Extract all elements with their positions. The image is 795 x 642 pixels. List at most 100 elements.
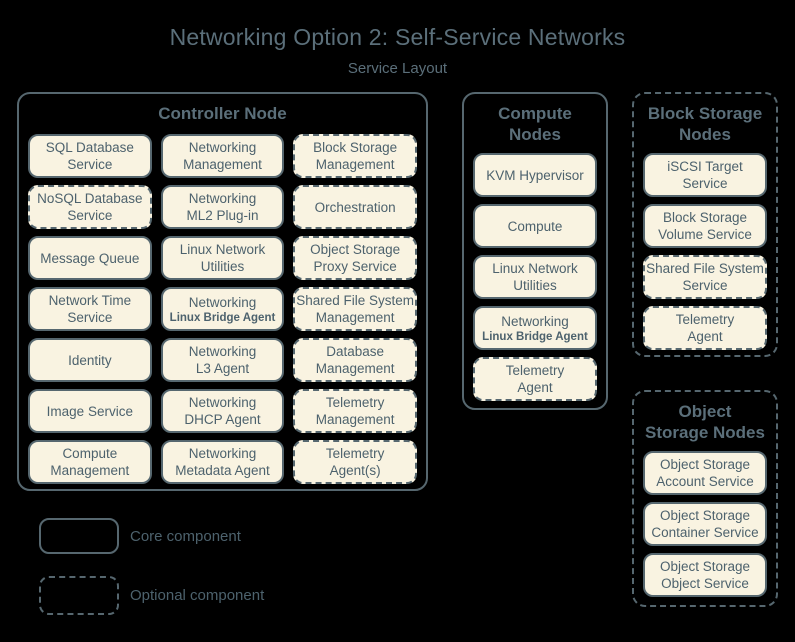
- service-box-label: Network Time: [48, 293, 132, 308]
- service-box-label: Networking: [501, 313, 569, 329]
- service-box-label: Telemetry: [675, 312, 735, 327]
- service-box-label: Volume Service: [658, 227, 752, 242]
- diagram-title: Networking Option 2: Self-Service Networ…: [169, 24, 626, 50]
- service-box-label: Networking: [188, 395, 257, 410]
- service-box: KVM Hypervisor: [473, 153, 597, 197]
- service-box-label: Block Storage: [313, 140, 398, 155]
- service-box: Compute: [473, 204, 597, 248]
- block-storage-nodes-label: Block Storage Nodes: [647, 104, 763, 144]
- service-box-label: Object Storage: [310, 242, 401, 257]
- service-box-label: Management: [315, 157, 395, 172]
- service-box-label: Agent: [517, 380, 553, 395]
- service-box-label: Database: [326, 344, 385, 359]
- service-box-label: Compute: [507, 218, 563, 234]
- service-box: Message Queue: [28, 236, 152, 280]
- service-box-label: Networking: [188, 191, 257, 206]
- service-box: Identity: [28, 338, 152, 382]
- service-box-label: Linux Bridge Agent: [482, 330, 588, 343]
- service-box-label: Management: [315, 412, 395, 427]
- controller-node-label: Controller Node: [158, 104, 287, 123]
- service-box-label: Image Service: [46, 403, 133, 419]
- service-box: Orchestration: [293, 185, 417, 229]
- service-box-label: Management: [50, 463, 130, 478]
- service-box-label: Management: [315, 310, 395, 325]
- service-box-label: Linux Bridge Agent: [169, 311, 276, 324]
- optional-component-swatch: [39, 576, 119, 615]
- service-box-label: Container Service: [651, 525, 759, 540]
- service-box-label: Object Service: [661, 576, 749, 591]
- object-storage-nodes-label: Object Storage Nodes: [645, 402, 765, 442]
- core-component-label: Core component: [130, 527, 241, 545]
- service-box-label: Metadata Agent: [175, 463, 270, 478]
- service-box-label: Agent(s): [329, 463, 381, 478]
- service-box-label: ML2 Plug-in: [186, 208, 259, 223]
- service-box-label: iSCSI Target: [667, 159, 743, 174]
- service-box-label: Networking: [188, 446, 257, 461]
- service-box-label: Service: [67, 310, 113, 325]
- service-box-label: Object Storage: [659, 457, 751, 472]
- service-box-label: Message Queue: [40, 250, 140, 266]
- service-box-label: Networking: [188, 294, 257, 310]
- service-box-label: L3 Agent: [195, 361, 250, 376]
- compute-nodes-label: Compute Nodes: [498, 104, 572, 144]
- optional-component-legend-row: Optional component: [39, 576, 264, 615]
- service-box-label: Block Storage: [662, 210, 748, 225]
- service-box-label: NoSQL Database: [37, 191, 143, 206]
- optional-component-label: Optional component: [130, 587, 265, 604]
- service-box-label: Compute: [62, 446, 118, 461]
- service-box-label: Object Storage: [659, 559, 751, 574]
- service-box-label: Management: [315, 361, 395, 376]
- service-box-label: Shared File System: [646, 261, 764, 276]
- service-box-label: Object Storage: [659, 508, 751, 523]
- service-box: Image Service: [28, 389, 152, 433]
- service-box-label: Account Service: [656, 474, 754, 489]
- service-box-label: Identity: [68, 352, 112, 368]
- service-box-label: Utilities: [513, 278, 557, 293]
- diagram-subtitle: Service Layout: [347, 60, 448, 77]
- service-box-label: KVM Hypervisor: [486, 167, 584, 183]
- service-box-label: Orchestration: [314, 199, 396, 215]
- service-box-label: Telemetry: [505, 363, 565, 378]
- service-box-label: Management: [183, 157, 262, 172]
- service-box-label: SQL Database: [45, 140, 134, 155]
- service-box-label: Agent: [687, 329, 723, 344]
- service-box-label: Linux Network: [492, 261, 578, 276]
- service-box-label: Utilities: [200, 259, 245, 274]
- service-box-label: DHCP Agent: [184, 412, 261, 427]
- service-box-label: Service: [682, 176, 728, 191]
- service-box-label: Telemetry: [325, 446, 385, 461]
- service-box-label: Service: [67, 157, 113, 172]
